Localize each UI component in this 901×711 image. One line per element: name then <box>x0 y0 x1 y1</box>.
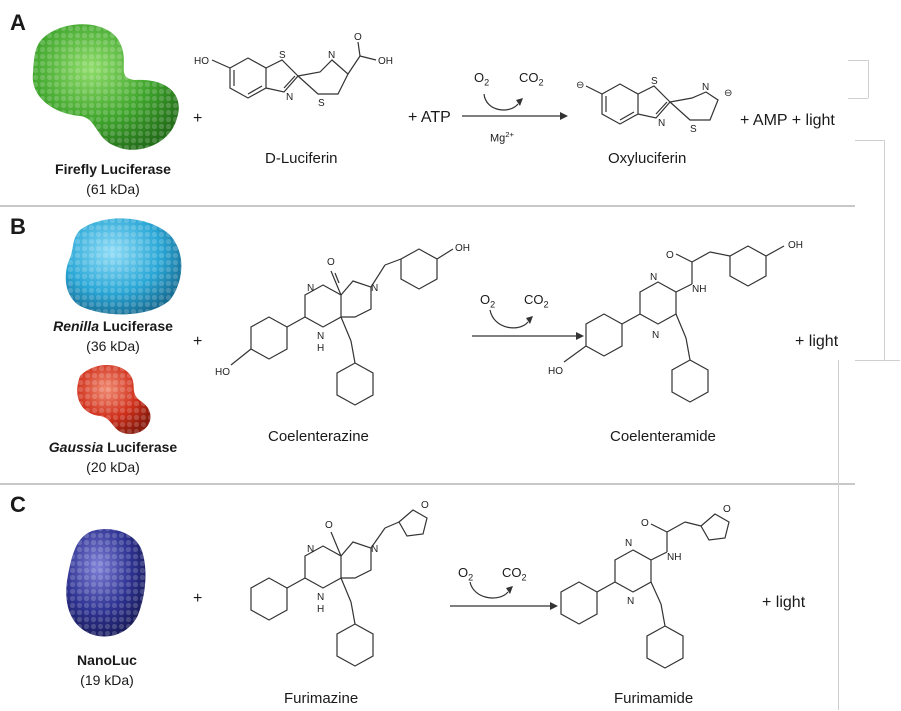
renilla-luciferase-name: Renilla Luciferase <box>53 318 173 334</box>
arrow-b-co2: CO2 <box>524 292 549 310</box>
cla-o-label: O <box>666 250 674 261</box>
frame-edge-right-cap1 <box>855 140 884 141</box>
firefly-luciferase-name: Firefly Luciferase <box>55 161 171 177</box>
cla-n1-label: N <box>650 272 657 283</box>
fm-nh-label: NH <box>667 552 681 563</box>
gaussia-luciferase-structure <box>77 364 151 434</box>
fz-nh-label: N <box>317 592 324 603</box>
frame-edge-right-cap2 <box>855 360 900 361</box>
renilla-luciferase-structure <box>65 218 182 315</box>
cla-n2-label: N <box>652 330 659 341</box>
furimazine-structure: O N N N H O <box>250 500 429 667</box>
frame-edge-right-vertical <box>884 140 885 360</box>
gaussia-luciferase-caption: Gaussia Luciferase (20 kDa) <box>28 437 198 477</box>
panel-b-plus-sign: + <box>193 333 203 350</box>
fm-o-label: O <box>641 518 649 529</box>
clz-n2-label: N <box>371 283 378 294</box>
luciferin-s1-label: S <box>279 50 286 61</box>
luciferin-ho-label: HO <box>194 56 209 67</box>
oxy-n2-label: N <box>702 82 709 93</box>
firefly-luciferase-mass: (61 kDa) <box>86 181 140 197</box>
furimazine-label: Furimazine <box>284 690 359 707</box>
renilla-luciferase-caption: Renilla Luciferase (36 kDa) <box>28 316 198 356</box>
cla-ho-label: HO <box>548 366 563 377</box>
reaction-arrow-a <box>462 93 568 120</box>
clz-h-label: H <box>317 343 324 354</box>
arrow-b-o2: O2 <box>480 292 496 310</box>
nanoluc-name: NanoLuc <box>77 652 137 668</box>
gaussia-luciferase-name: Gaussia Luciferase <box>48 439 178 455</box>
nanoluc-caption: NanoLuc (19 kDa) <box>22 650 192 690</box>
firefly-luciferase-caption: Firefly Luciferase (61 kDa) <box>28 159 198 199</box>
oxy-n1-label: N <box>658 118 665 129</box>
clz-n1-label: N <box>307 283 314 294</box>
nanoluc-mass: (19 kDa) <box>80 672 134 688</box>
panel-b-products-tail: + light <box>795 333 839 350</box>
divider-a-b <box>0 205 855 207</box>
d-luciferin-structure: HO S N N S O OH <box>194 32 393 109</box>
luciferin-n1-label: N <box>286 92 293 103</box>
furimamide-label: Furimamide <box>614 690 694 707</box>
luciferin-n2-label: N <box>328 50 335 61</box>
atp-label: + ATP <box>408 109 451 126</box>
d-luciferin-label: D-Luciferin <box>265 150 338 167</box>
clz-oh-label: OH <box>455 243 470 254</box>
fz-n1-label: N <box>307 544 314 555</box>
panel-c-products-tail: + light <box>762 594 806 611</box>
cla-oh-label: OH <box>788 240 803 251</box>
fm-n2-label: N <box>627 596 634 607</box>
divider-b-c <box>0 483 855 485</box>
arrow-a-o2: O2 <box>474 70 490 88</box>
frame-edge-top-bracket-cap <box>848 60 868 61</box>
reaction-arrow-b <box>472 309 584 340</box>
luciferin-s2-label: S <box>318 98 325 109</box>
oxyluciferin-structure: ⊖ S N N S ⊖ <box>576 76 732 135</box>
reaction-arrow-c <box>450 581 558 610</box>
coelenterazine-label: Coelenterazine <box>268 428 369 445</box>
coelenteramide-structure: O NH N N OH HO <box>548 240 803 403</box>
frame-edge-top-bracket-cap2 <box>848 98 868 99</box>
luciferin-oh-label: OH <box>378 56 393 67</box>
arrow-c-o2: O2 <box>458 565 474 583</box>
fm-furan-o-label: O <box>723 504 731 515</box>
fz-n2-label: N <box>371 544 378 555</box>
frame-edge-top-bracket <box>868 60 869 98</box>
panel-a-plus-sign: + <box>193 110 203 127</box>
cla-nh-label: NH <box>692 284 706 295</box>
luciferin-o-label: O <box>354 32 362 43</box>
oxy-o-minus-label: ⊖ <box>576 80 584 91</box>
nanoluc-structure <box>66 529 146 637</box>
fz-o-label: O <box>325 520 333 531</box>
gaussia-luciferase-mass: (20 kDa) <box>86 459 140 475</box>
arrow-a-co2: CO2 <box>519 70 544 88</box>
panel-c-plus-sign: + <box>193 590 203 607</box>
fz-h-label: H <box>317 604 324 615</box>
fm-n1-label: N <box>625 538 632 549</box>
oxyluciferin-label: Oxyluciferin <box>608 150 687 167</box>
furimamide-structure: O NH N N O <box>560 504 731 669</box>
arrow-c-co2: CO2 <box>502 565 527 583</box>
frame-edge-lower-vertical <box>838 360 839 710</box>
clz-o-label: O <box>327 257 335 268</box>
clz-nh-label: N <box>317 331 324 342</box>
renilla-luciferase-mass: (36 kDa) <box>86 338 140 354</box>
oxy-s1-label: S <box>651 76 658 87</box>
panel-a-products-tail: + AMP + light <box>740 112 835 129</box>
arrow-a-mg: Mg2+ <box>490 130 515 145</box>
panel-letter-a: A <box>10 10 26 35</box>
coelenteramide-label: Coelenteramide <box>610 428 716 445</box>
clz-ho-label: HO <box>215 367 230 378</box>
oxy-o-minus2-label: ⊖ <box>724 88 732 99</box>
panel-letter-c: C <box>10 492 26 517</box>
firefly-luciferase-structure <box>32 24 179 150</box>
panel-letter-b: B <box>10 214 26 239</box>
fz-furan-o-label: O <box>421 500 429 511</box>
coelenterazine-structure: O N N N H OH HO <box>215 243 470 406</box>
oxy-s2-label: S <box>690 124 697 135</box>
